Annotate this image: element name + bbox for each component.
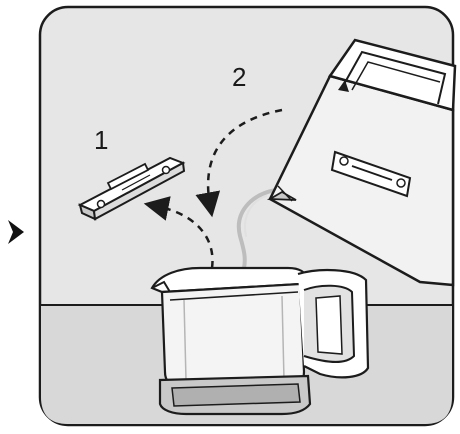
- step-label-1: 1: [94, 125, 109, 155]
- carafe: [150, 266, 370, 416]
- dashed-curved-arrow-icon: [195, 108, 283, 218]
- water-tank: [266, 38, 457, 287]
- dashed-curved-arrow-icon: [143, 196, 214, 269]
- water-stream: [236, 188, 278, 270]
- part-1-bracket: [77, 156, 186, 221]
- step-label-2: 2: [232, 62, 247, 92]
- chevron-right-icon: [8, 220, 24, 244]
